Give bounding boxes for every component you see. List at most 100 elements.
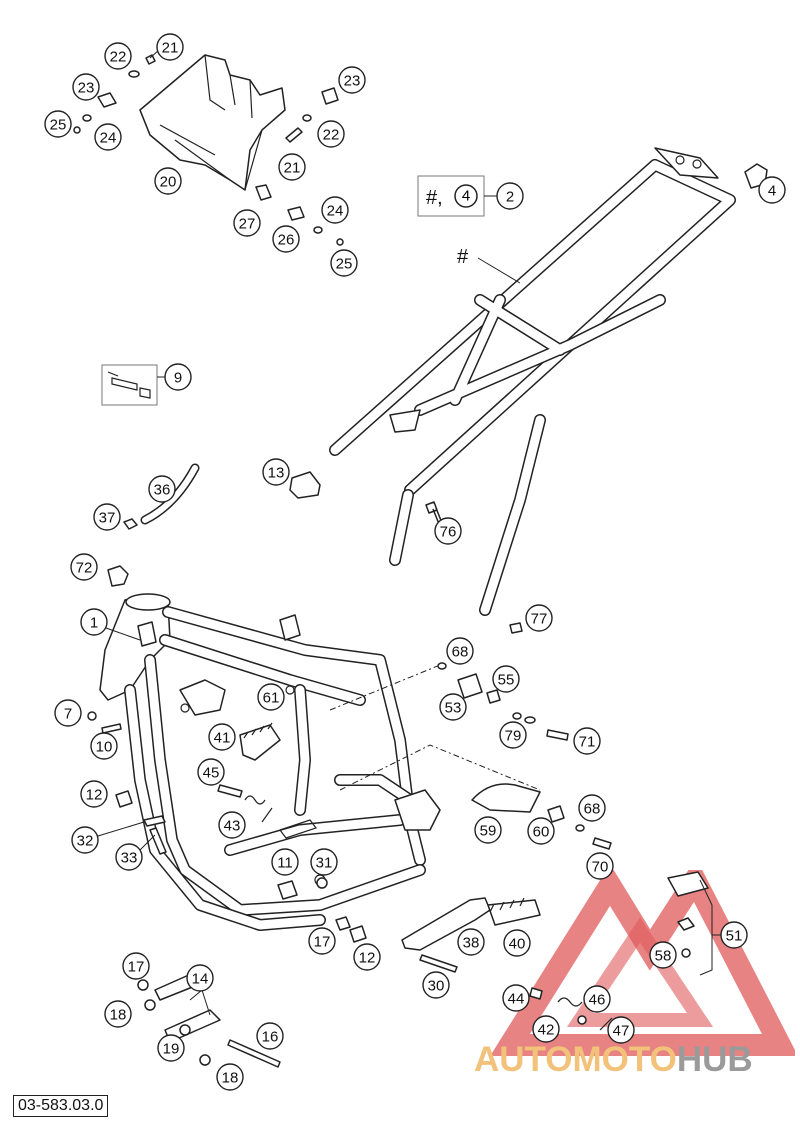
callout-79[interactable]: 79 [499,721,527,749]
brake-pedal-38[interactable] [401,897,491,951]
callout-55[interactable]: 55 [492,665,520,693]
callout-2[interactable]: 2 [496,182,524,210]
plug-72[interactable] [107,565,129,587]
callout-32[interactable]: 32 [71,826,99,854]
callout-33[interactable]: 33 [115,843,143,871]
callout-11[interactable]: 11 [271,848,299,876]
callout-27[interactable]: 27 [233,209,261,237]
bolt-21-right[interactable] [285,127,303,143]
stand-clip-58[interactable] [677,917,695,931]
callout-9[interactable]: 9 [164,363,192,391]
callout-12[interactable]: 12 [80,780,108,808]
callout-70[interactable]: 70 [586,852,614,880]
bracket-27[interactable] [255,184,272,201]
pin-47[interactable] [599,1017,613,1031]
bolt-21-left[interactable] [145,54,156,65]
washer-42[interactable] [577,1015,587,1025]
washer-68-lower[interactable] [575,824,585,832]
callout-10[interactable]: 10 [90,732,118,760]
callout-12[interactable]: 12 [353,943,381,971]
callout-58[interactable]: 58 [649,941,677,969]
pin-45[interactable] [217,784,243,798]
spacer-60[interactable] [547,805,565,823]
callout-46[interactable]: 46 [583,985,611,1013]
callout-13[interactable]: 13 [262,458,290,486]
callout-18[interactable]: 18 [104,1000,132,1028]
callout-22[interactable]: 22 [104,42,132,70]
lock-kit-9[interactable] [101,364,167,406]
callout-44[interactable]: 44 [502,984,530,1012]
callout-17[interactable]: 17 [122,952,150,980]
bushing-19[interactable] [179,1024,191,1036]
callout-23[interactable]: 23 [72,73,100,101]
nut-25-left[interactable] [73,126,81,134]
callout-38[interactable]: 38 [457,928,485,956]
spacer-31[interactable] [316,877,328,889]
bolt-30[interactable] [419,954,458,973]
subframe[interactable] [329,147,736,616]
washer-79[interactable] [512,712,522,720]
callout-25[interactable]: 25 [330,249,358,277]
rubber-23-left[interactable] [97,92,117,108]
bushing-11[interactable] [277,880,298,900]
callout-36[interactable]: 36 [148,475,176,503]
callout-45[interactable]: 45 [197,758,225,786]
callout-71[interactable]: 71 [573,727,601,755]
bolt-16[interactable] [227,1039,281,1068]
callout-7[interactable]: 7 [54,699,82,727]
spring-46[interactable] [557,997,583,1007]
bolt-71[interactable] [546,729,569,741]
bushing-18-lower[interactable] [199,1054,211,1066]
callout-68[interactable]: 68 [578,794,606,822]
callout-18[interactable]: 18 [216,1063,244,1091]
callout-19[interactable]: 19 [157,1034,185,1062]
rubber-53[interactable] [457,673,483,699]
washer-68-upper[interactable] [437,662,447,670]
bolt-77[interactable] [509,622,523,634]
spacer-55[interactable] [486,689,501,704]
bracket-59[interactable] [471,783,541,813]
callout-17[interactable]: 17 [308,927,336,955]
callout-37[interactable]: 37 [93,503,121,531]
rubber-23-right[interactable] [321,87,339,105]
bushing-17-left[interactable] [137,979,149,991]
washer-22-left[interactable] [128,70,140,78]
bushing-17[interactable] [335,916,351,931]
callout-14[interactable]: 14 [186,964,214,992]
spring-43[interactable] [244,795,266,805]
washer-22-right[interactable] [302,114,312,122]
callout-30[interactable]: 30 [422,971,450,999]
bolt-10[interactable] [101,723,122,734]
bushing-18-upper[interactable] [144,999,156,1011]
bushing-12-right[interactable] [349,925,367,943]
main-frame[interactable] [99,593,441,931]
callout-61[interactable]: 61 [257,683,285,711]
callout-25[interactable]: 25 [44,110,72,138]
callout-53[interactable]: 53 [439,693,467,721]
bushing-12-left[interactable] [115,790,133,808]
callout-68[interactable]: 68 [446,637,474,665]
bolt-33[interactable] [149,827,167,855]
callout-24[interactable]: 24 [94,123,122,151]
callout-21[interactable]: 21 [278,153,306,181]
callout-51[interactable]: 51 [720,921,748,949]
washer-24-right[interactable] [313,226,323,234]
callout-23[interactable]: 23 [338,66,366,94]
callout-72[interactable]: 72 [70,553,98,581]
rubber-block-13[interactable] [289,471,321,499]
pin-32[interactable] [143,815,166,827]
bolt-70[interactable] [592,837,612,850]
callout-26[interactable]: 26 [272,225,300,253]
callout-31[interactable]: 31 [310,848,338,876]
callout-41[interactable]: 41 [208,723,236,751]
pedal-step-40[interactable] [487,899,541,926]
washer-24-left[interactable] [82,114,92,122]
callout-47[interactable]: 47 [607,1016,635,1044]
pin-44[interactable] [529,987,543,1000]
nipple-37[interactable] [123,518,138,530]
washer-79b[interactable] [524,716,536,724]
nut-7[interactable] [87,711,97,721]
callout-42[interactable]: 42 [532,1015,560,1043]
nut-25-right[interactable] [336,238,344,246]
rubber-26[interactable] [287,206,305,221]
